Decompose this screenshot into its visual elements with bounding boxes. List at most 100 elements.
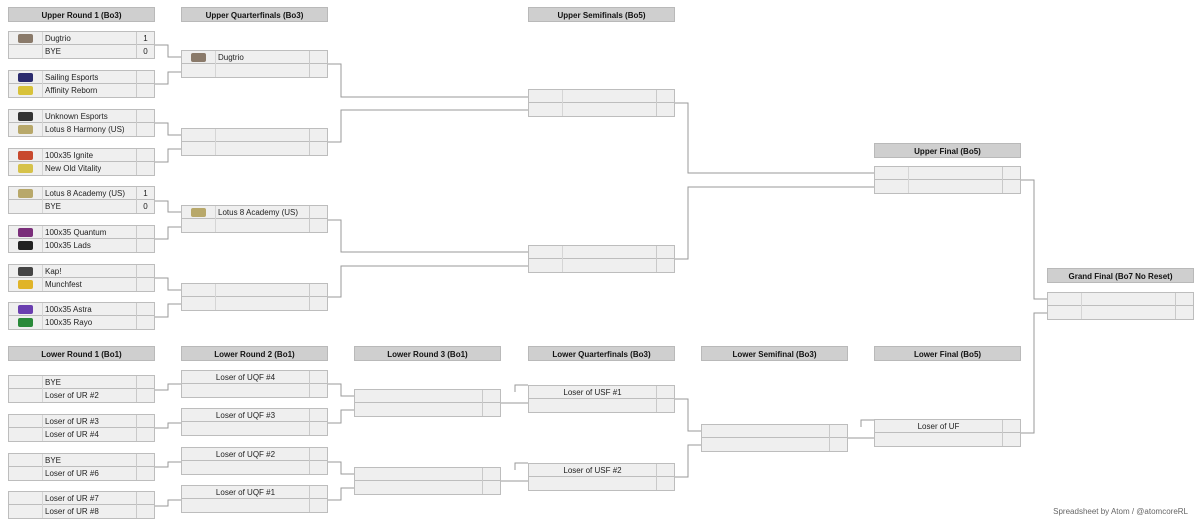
bracket-match: Loser of UQF #2	[181, 447, 328, 475]
score-cell	[136, 149, 154, 162]
score-cell	[656, 386, 674, 399]
match-slot	[181, 461, 328, 475]
match-slot: Lotus 8 Academy (US)1	[8, 186, 155, 200]
team-name: BYE	[45, 47, 62, 56]
empty-logo-slot	[1048, 306, 1082, 319]
match-slot	[181, 128, 328, 142]
score-cell	[136, 303, 154, 316]
score-cell	[482, 481, 500, 494]
header-lower-final: Lower Final (Bo5)	[874, 346, 1021, 361]
bracket-match	[1047, 292, 1194, 320]
score-cell	[136, 467, 154, 480]
match-slot	[181, 142, 328, 156]
score-cell	[136, 71, 154, 84]
team-name	[529, 399, 656, 412]
score-cell	[136, 492, 154, 505]
empty-logo-slot	[182, 129, 216, 142]
team-name: Sailing Esports	[45, 73, 99, 82]
team-name	[182, 422, 309, 435]
lotus8-icon	[182, 206, 216, 219]
match-slot	[181, 384, 328, 398]
header-lower-quarterfinals: Lower Quarterfinals (Bo3)	[528, 346, 675, 361]
team-name: New Old Vitality	[45, 164, 102, 173]
empty-logo-slot	[9, 389, 43, 402]
match-slot: Loser of UF	[874, 419, 1021, 433]
team-logo-icon	[18, 125, 33, 134]
match-slot: Loser of UR #7	[8, 491, 155, 505]
score-cell	[136, 123, 154, 136]
match-slot	[874, 180, 1021, 194]
team-name: Affinity Reborn	[45, 86, 98, 95]
match-slot: 100x35 Quantum	[8, 225, 155, 239]
score-cell	[136, 389, 154, 402]
team-name: Dugtrio	[45, 34, 71, 43]
bracket-match: Kap!Munchfest	[8, 264, 155, 292]
score-cell: 0	[136, 200, 154, 213]
header-grand-final: Grand Final (Bo7 No Reset)	[1047, 268, 1194, 283]
header-lower-round-1: Lower Round 1 (Bo1)	[8, 346, 155, 361]
match-slot	[874, 433, 1021, 447]
team-logo-icon	[18, 86, 33, 95]
score-cell	[309, 371, 327, 384]
match-slot	[1047, 306, 1194, 320]
100x35-rayo-icon	[9, 316, 43, 329]
score-cell: 0	[136, 45, 154, 58]
match-slot	[528, 259, 675, 273]
score-cell	[656, 464, 674, 477]
score-cell	[136, 505, 154, 518]
team-name: Loser of USF #1	[563, 388, 622, 397]
score-cell	[136, 110, 154, 123]
empty-logo-slot	[182, 284, 216, 297]
bracket-match: Loser of UQF #1	[181, 485, 328, 513]
team-name: Lotus 8 Academy (US)	[218, 208, 299, 217]
score-cell	[656, 259, 674, 272]
lotus8-icon	[9, 123, 43, 136]
team-name: Lotus 8 Academy (US)	[45, 189, 126, 198]
score-cell	[1175, 293, 1193, 306]
team-name: Loser of UQF #3	[215, 411, 276, 420]
team-logo-icon	[18, 318, 33, 327]
score-cell	[136, 84, 154, 97]
team-name: 100x35 Astra	[45, 305, 92, 314]
team-logo-icon	[18, 73, 33, 82]
score-cell	[309, 219, 327, 232]
bracket-match	[354, 389, 501, 417]
header-lower-round-2: Lower Round 2 (Bo1)	[181, 346, 328, 361]
lotus8-icon	[9, 187, 43, 200]
empty-logo-slot	[182, 219, 216, 232]
100x35-lads-icon	[9, 239, 43, 252]
empty-logo-slot	[9, 376, 43, 389]
empty-logo-slot	[9, 45, 43, 58]
match-slot: 100x35 Astra	[8, 302, 155, 316]
affinity-reborn-icon	[9, 84, 43, 97]
match-slot	[181, 297, 328, 311]
team-logo-icon	[18, 280, 33, 289]
match-slot: Loser of UQF #3	[181, 408, 328, 422]
empty-logo-slot	[529, 246, 563, 259]
bracket-match	[874, 166, 1021, 194]
bracket-match	[181, 283, 328, 311]
team-logo-icon	[191, 53, 206, 62]
score-cell	[136, 316, 154, 329]
footer-credit: Spreadsheet by Atom / @atomcoreRL	[1053, 507, 1188, 516]
score-cell	[136, 376, 154, 389]
match-slot: Loser of UR #4	[8, 428, 155, 442]
score-cell	[1002, 167, 1020, 180]
match-slot	[701, 438, 848, 452]
match-slot: Munchfest	[8, 278, 155, 292]
dugtrio-icon	[182, 51, 216, 64]
score-cell	[656, 246, 674, 259]
empty-logo-slot	[875, 180, 909, 193]
header-upper-quarterfinals: Upper Quarterfinals (Bo3)	[181, 7, 328, 22]
team-name: Loser of UQF #1	[215, 488, 276, 497]
empty-logo-slot	[9, 428, 43, 441]
header-upper-final: Upper Final (Bo5)	[874, 143, 1021, 158]
empty-logo-slot	[9, 492, 43, 505]
score-cell	[136, 265, 154, 278]
team-name: Unknown Esports	[45, 112, 108, 121]
